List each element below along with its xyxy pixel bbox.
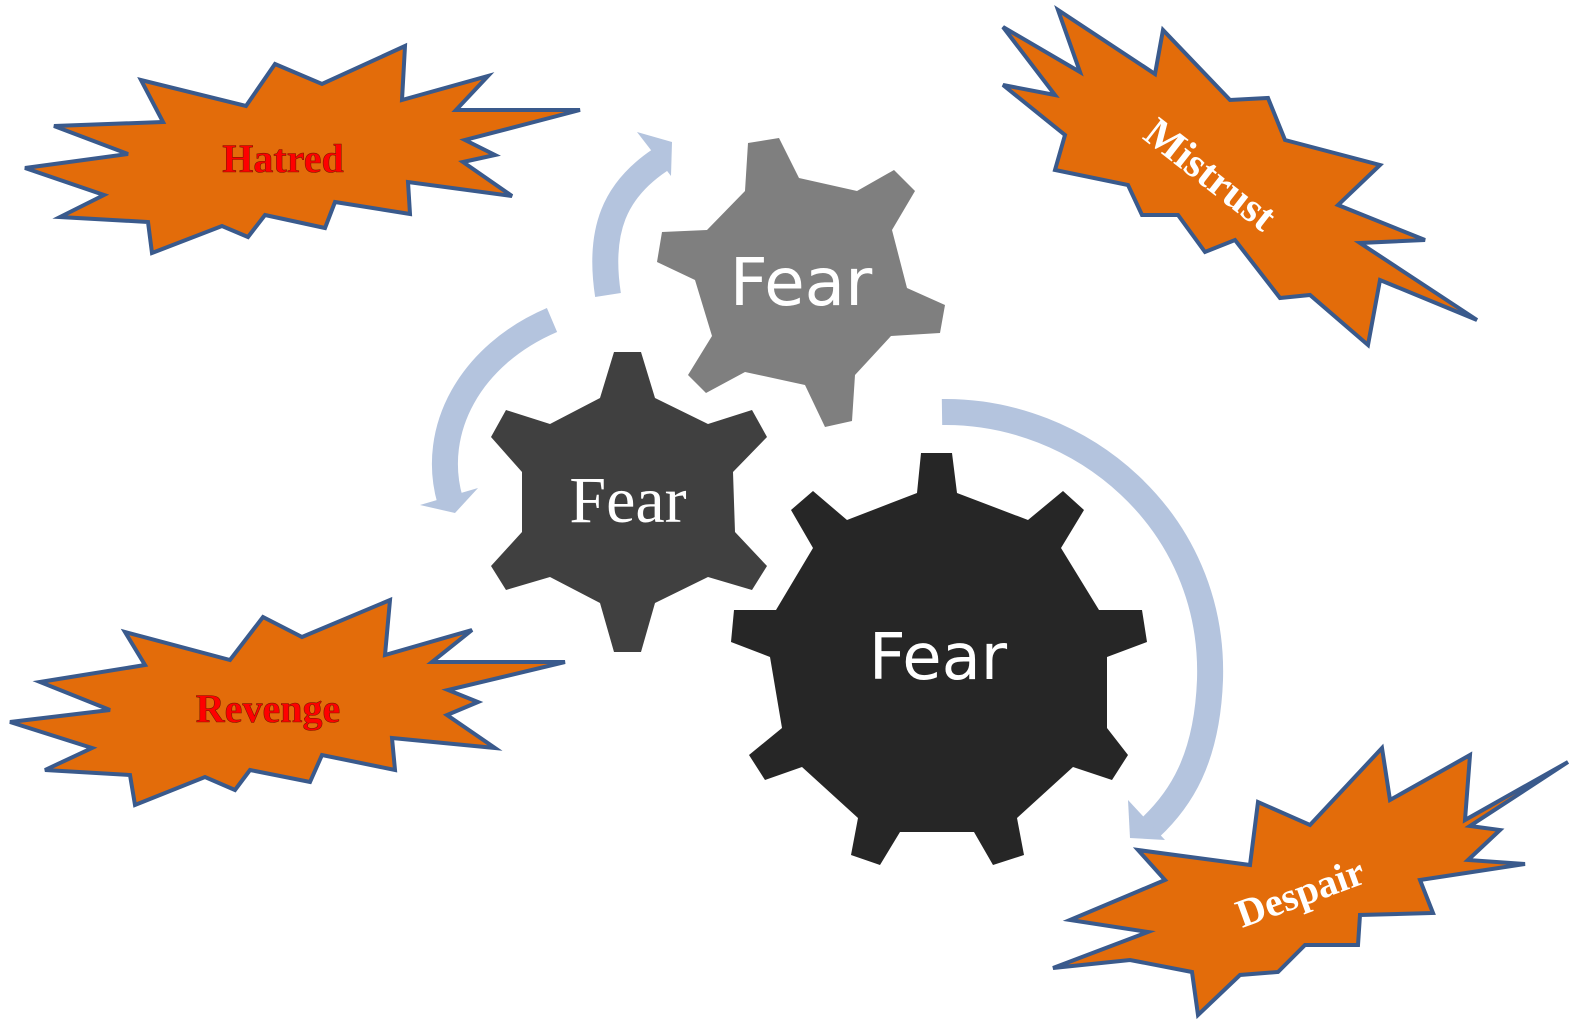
gear-icon bbox=[491, 352, 767, 652]
gear-top: Fear bbox=[657, 138, 945, 427]
burst-hatred-label: Hatred bbox=[222, 136, 343, 181]
burst-revenge: Revenge bbox=[9, 596, 566, 808]
burst-icon bbox=[9, 596, 566, 808]
burst-icon bbox=[24, 42, 581, 256]
cycle-arrow-top bbox=[592, 132, 672, 297]
burst-icon bbox=[1001, 5, 1479, 349]
cycle-arrow-right bbox=[941, 398, 1224, 840]
burst-mistrust: Mistrust bbox=[1001, 5, 1479, 349]
gear-top-label: Fear bbox=[730, 244, 873, 321]
burst-hatred: Hatred bbox=[24, 42, 581, 256]
gear-middle: Fear bbox=[491, 352, 767, 652]
cycle-arrow-left bbox=[420, 308, 558, 513]
gear-icon bbox=[657, 138, 945, 427]
gear-icon bbox=[731, 453, 1147, 865]
burst-revenge-label: Revenge bbox=[196, 686, 340, 731]
burst-despair: Despair bbox=[1052, 743, 1570, 1020]
burst-icon bbox=[1052, 743, 1570, 1020]
gear-large-label: Fear bbox=[869, 621, 1008, 695]
gear-large: Fear bbox=[731, 453, 1147, 865]
gear-middle-label: Fear bbox=[569, 464, 686, 537]
